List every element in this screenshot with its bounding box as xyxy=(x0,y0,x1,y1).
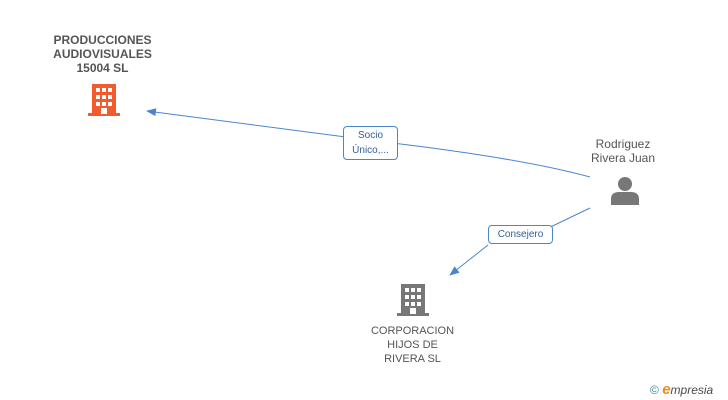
copyright-icon: © xyxy=(650,383,659,397)
brand-initial: e xyxy=(662,381,671,398)
edge-socio-line xyxy=(146,108,591,178)
person-icon[interactable] xyxy=(611,177,639,205)
company-main-name-line: PRODUCCIONES xyxy=(53,33,152,47)
company-main-name-line: AUDIOVISUALES xyxy=(53,47,152,61)
brand-name: mpresia xyxy=(670,383,714,397)
company-sub-name-line: RIVERA SL xyxy=(384,353,441,365)
edge-label-line: Único,... xyxy=(352,145,389,156)
person-name-line: Rodriguez xyxy=(595,137,651,151)
edge-label-socio[interactable]: Socio Único,... xyxy=(343,126,398,160)
person-label[interactable]: Rodriguez Rivera Juan xyxy=(573,137,673,165)
edge-label-consejero[interactable]: Consejero xyxy=(488,225,553,244)
company-sub-name-line: HIJOS DE xyxy=(387,339,438,351)
company-sub-name-line: CORPORACION xyxy=(370,325,455,337)
person-name-line: Rivera Juan xyxy=(590,151,656,165)
building-icon[interactable] xyxy=(397,284,429,316)
company-main-label[interactable]: PRODUCCIONES AUDIOVISUALES 15004 SL xyxy=(30,33,175,75)
footer-brand[interactable]: © empresia xyxy=(650,381,713,398)
edge-label-line: Consejero xyxy=(497,229,544,240)
company-sub-label[interactable]: CORPORACION HIJOS DE RIVERA SL xyxy=(350,324,475,366)
edge-label-line: Socio xyxy=(357,130,383,141)
building-icon[interactable] xyxy=(88,84,120,116)
company-main-name-line: 15004 SL xyxy=(76,61,129,75)
